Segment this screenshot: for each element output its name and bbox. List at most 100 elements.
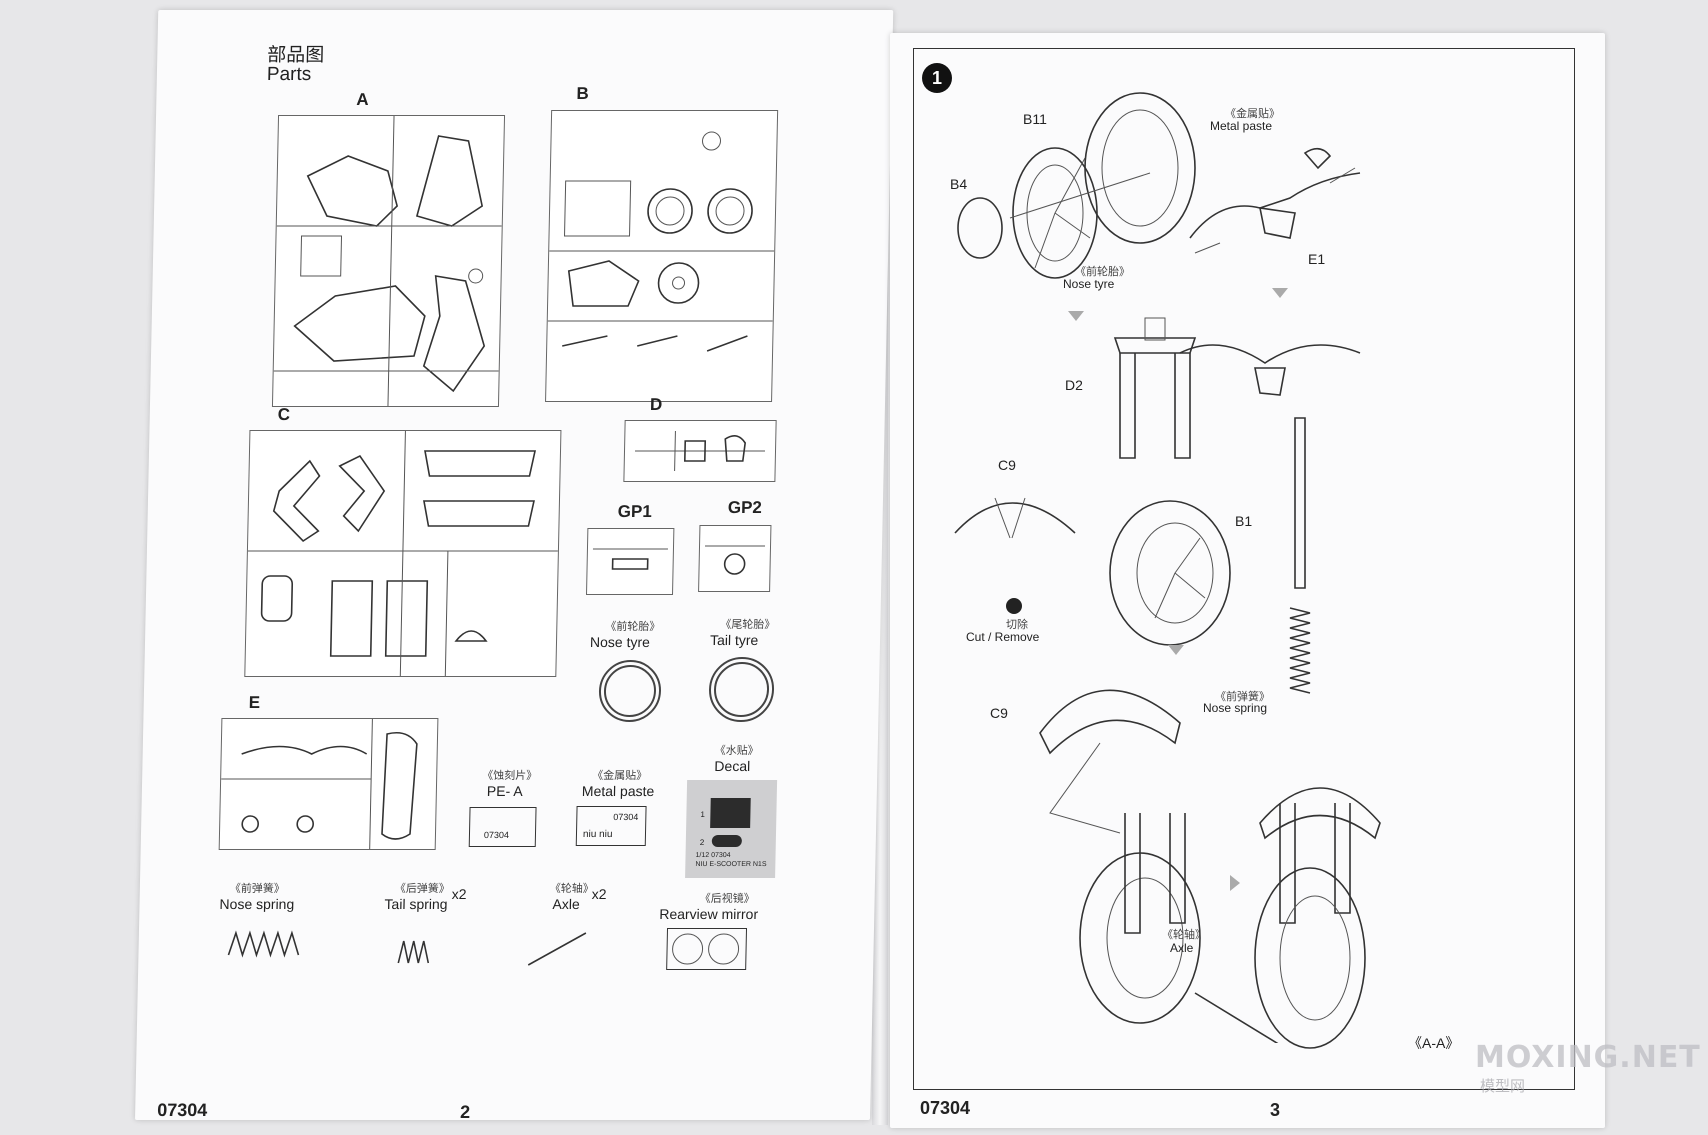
decal-cn: 《水贴》 xyxy=(714,745,759,757)
tail-spring-icon xyxy=(397,940,430,964)
front-assembly-drawing xyxy=(1039,689,1279,1043)
sprue-d-frame xyxy=(623,420,777,482)
label-c9-bottom: C9 xyxy=(990,705,1008,721)
nose-spring-icon xyxy=(227,930,300,958)
fender-c9-drawing xyxy=(954,497,1076,539)
site-watermark: MOXING.NET xyxy=(1475,1040,1701,1075)
fork-drawing xyxy=(1113,317,1197,459)
axle-en: Axle xyxy=(552,896,580,912)
axle-icon xyxy=(527,932,587,966)
left-page-number: 2 xyxy=(459,1102,471,1120)
left-catalog-code: 07304 xyxy=(157,1100,208,1120)
wheel-exploded-drawing xyxy=(957,92,1196,279)
sprue-b-frame xyxy=(545,110,779,402)
step-number-badge: 1 xyxy=(922,63,952,93)
right-catalog-code: 07304 xyxy=(920,1098,971,1118)
sprue-b-drawing xyxy=(547,131,775,352)
right-axle-cn: 《轮轴》 xyxy=(1162,929,1206,941)
metal-paste-code: 07304 xyxy=(613,812,639,822)
label-e1: E1 xyxy=(1308,251,1326,267)
tail-tyre-en: Tail tyre xyxy=(709,632,759,648)
cut-cn: 切除 xyxy=(1006,619,1028,631)
cut-icon xyxy=(1006,598,1022,614)
right-axle-en: Axle xyxy=(1170,941,1194,955)
metal-paste-sheet: 07304 niu niu xyxy=(575,806,647,846)
front-assembly-final-drawing xyxy=(1254,787,1381,1049)
right-page-number: 3 xyxy=(1270,1100,1281,1120)
right-nose-spring-cn: 《前弹簧》 xyxy=(1215,691,1270,703)
label-d2: D2 xyxy=(1065,377,1083,393)
nose-tyre-cn: 《前轮胎》 xyxy=(605,621,661,633)
sprue-c-frame xyxy=(244,430,562,677)
mirror-cn: 《后视镜》 xyxy=(699,893,755,905)
nose-tyre-ring xyxy=(598,660,662,722)
label-b1: B1 xyxy=(1235,513,1253,529)
sprue-gp2-frame xyxy=(698,525,772,592)
tail-spring-en: Tail spring xyxy=(384,896,448,912)
arrow-down-1 xyxy=(1068,311,1084,321)
right-nose-spring-en: Nose spring xyxy=(1203,701,1268,715)
right-metal-paste-cn: 《金属贴》 xyxy=(1225,108,1280,120)
label-b4: B4 xyxy=(950,176,968,192)
view-label: 《A-A》 xyxy=(1408,1035,1460,1051)
decal-logo-icon xyxy=(710,798,751,828)
label-b11: B11 xyxy=(1023,111,1047,127)
pe-en: PE- A xyxy=(486,783,523,799)
sprue-gp2-drawing xyxy=(705,545,766,575)
handlebar-drawing xyxy=(1189,147,1361,254)
sprue-a-drawing xyxy=(273,116,502,406)
sprue-gp1-drawing xyxy=(592,548,668,570)
decal-line-2: NIU E-SCOOTER N1S xyxy=(695,861,767,868)
mirror-sheet xyxy=(666,928,748,970)
right-metal-paste-en: Metal paste xyxy=(1210,119,1273,133)
right-nose-tyre-en: Nose tyre xyxy=(1063,277,1115,291)
label-c9-top: C9 xyxy=(998,457,1016,473)
tail-spring-qty: x2 xyxy=(451,886,467,902)
metal-paste-cn: 《金属贴》 xyxy=(592,770,648,782)
axle-cn: 《轮轴》 xyxy=(549,883,594,895)
decal-index-2: 2 xyxy=(699,838,705,847)
sprue-d-drawing xyxy=(635,431,766,471)
steering-stem-drawing xyxy=(1289,417,1311,694)
parts-heading-en: Parts xyxy=(266,64,312,85)
pe-cn: 《蚀刻片》 xyxy=(482,770,538,782)
decal-badge-icon xyxy=(711,835,742,847)
right-nose-tyre-cn: 《前轮胎》 xyxy=(1075,266,1130,278)
parts-heading-cn: 部品图 xyxy=(267,45,325,66)
arrow-down-2 xyxy=(1272,288,1288,298)
decal-sheet: 1 2 1/12 07304 NIU E-SCOOTER N1S xyxy=(685,780,778,878)
axle-qty: x2 xyxy=(591,886,607,902)
sprue-c-drawing xyxy=(247,431,558,676)
right-page: 1 B11 B4 《前轮胎》 Nose tyre 《金属贴》 Metal pas… xyxy=(890,33,1605,1128)
handlebar-assembled-drawing xyxy=(1179,344,1361,396)
tail-tyre-cn: 《尾轮胎》 xyxy=(720,619,776,631)
metal-paste-logo: niu niu xyxy=(582,829,613,840)
mirror-en: Rearview mirror xyxy=(659,906,759,922)
metal-paste-en: Metal paste xyxy=(581,783,655,799)
site-watermark-cn: 模型网 xyxy=(1480,1078,1526,1095)
sprue-gp1-label: GP1 xyxy=(617,502,652,521)
sprue-gp2-label: GP2 xyxy=(727,498,763,517)
tail-spring-cn: 《后弹簧》 xyxy=(394,883,450,895)
sprue-e-frame xyxy=(218,718,439,850)
sprue-e-label: E xyxy=(248,693,261,712)
sprue-c-label: C xyxy=(277,405,291,424)
sprue-a-label: A xyxy=(356,90,369,109)
sprue-d-label: D xyxy=(649,395,663,414)
sprue-gp1-frame xyxy=(585,528,675,595)
tail-tyre-ring xyxy=(708,657,775,722)
sprue-b-label: B xyxy=(576,84,589,103)
pe-fret: 07304 xyxy=(468,807,537,847)
arrow-right-1 xyxy=(1230,875,1240,891)
sprue-a-frame xyxy=(271,115,506,407)
decal-line-1: 1/12 07304 xyxy=(695,852,731,859)
mirror-circles xyxy=(672,933,740,965)
cut-en: Cut / Remove xyxy=(966,630,1040,644)
arrow-down-3 xyxy=(1168,645,1184,655)
decal-en: Decal xyxy=(714,758,751,774)
decal-index-1: 1 xyxy=(700,810,705,819)
instruction-frame xyxy=(913,48,1575,1090)
left-page: 部品图 Parts A B C xyxy=(135,10,894,1120)
pe-code: 07304 xyxy=(483,830,510,840)
nose-tyre-en: Nose tyre xyxy=(589,634,651,650)
